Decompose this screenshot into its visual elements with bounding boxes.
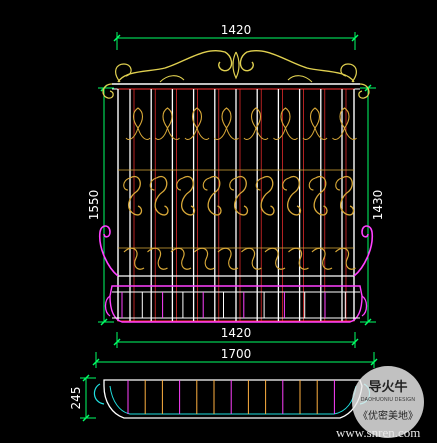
crest-left-curl	[115, 63, 132, 83]
dim-label-total-height: 1550	[87, 190, 101, 221]
upper-leaf-motif-3	[191, 107, 203, 129]
middle-c-scroll-8	[313, 175, 328, 216]
crest-left-inner-curl	[159, 75, 185, 83]
dim-label-top-width: 1420	[221, 23, 252, 37]
crest-right-inner-curl	[287, 75, 313, 83]
top-left-end-curl	[102, 83, 114, 99]
middle-c-scroll-curl-2	[149, 177, 157, 191]
upper-leaf-tail-right-5	[255, 127, 269, 141]
plan-view-inner	[109, 385, 357, 415]
dim-label-base-width: 1420	[221, 326, 252, 340]
dim-tick-base-right	[351, 338, 359, 346]
middle-c-scroll-curl-6	[255, 177, 263, 191]
middle-c-scroll-curl-9	[335, 177, 343, 191]
upper-leaf-tail-right-8	[344, 127, 357, 141]
middle-c-scroll-curl-8	[308, 177, 316, 191]
lower-s-scroll-9	[311, 247, 333, 270]
middle-c-scroll-1	[128, 175, 143, 216]
middle-c-scroll-curl-4	[202, 177, 210, 191]
logo-brand: 导火牛	[368, 380, 408, 395]
dim-tick-depth-top	[82, 374, 90, 382]
logo-tagline: 《优密美地》	[358, 411, 418, 422]
middle-c-scroll-curl-1	[123, 177, 131, 191]
upper-leaf-tail-right-4	[226, 127, 239, 141]
middle-c-scroll-2	[154, 175, 169, 216]
dim-tick-top-right	[351, 34, 359, 42]
watermark-url: www.snren.com	[336, 425, 421, 440]
crest-center-leaf	[232, 51, 240, 80]
upper-leaf-motif-4	[221, 107, 232, 129]
logo-subtitle: DAOHUONIU DESIGN	[360, 397, 416, 403]
dim-tick-depth-bottom	[82, 414, 90, 422]
lower-s-scroll-10	[335, 247, 356, 270]
upper-leaf-motif-2	[162, 107, 173, 129]
lower-s-scroll-3	[170, 247, 192, 270]
middle-c-scroll-6	[260, 175, 275, 216]
upper-leaf-motif-1	[132, 107, 144, 129]
middle-c-scroll-3	[181, 175, 196, 216]
dim-tick-top-left	[113, 34, 121, 42]
upper-leaf-tail-left-6	[273, 127, 286, 141]
dim-tick-left-bottom	[100, 318, 108, 326]
middle-c-scroll-9	[340, 175, 355, 216]
lower-s-scroll-2	[147, 247, 168, 270]
middle-c-scroll-4	[207, 175, 222, 216]
dim-tick-overall-left	[92, 358, 100, 366]
lower-s-scroll-7	[264, 247, 286, 270]
planter-right-curl	[361, 295, 368, 317]
watermark-logo: 导火牛 DAOHUONIU DESIGN 《优密美地》	[352, 366, 424, 438]
lower-s-scroll-8	[288, 247, 309, 270]
dim-tick-right-bottom	[364, 318, 372, 326]
lower-s-scroll-5	[217, 247, 239, 270]
upper-leaf-tail-left-7	[302, 127, 316, 141]
upper-leaf-motif-8	[339, 107, 350, 129]
upper-leaf-motif-5	[250, 107, 262, 129]
left-side-bracket	[98, 225, 119, 277]
right-side-bracket	[353, 225, 374, 277]
crest-right-curl	[340, 63, 357, 83]
middle-c-scroll-curl-5	[229, 177, 237, 191]
middle-c-scroll-5	[234, 175, 249, 216]
upper-leaf-tail-left-3	[184, 127, 198, 141]
upper-leaf-motif-7	[309, 107, 321, 129]
middle-c-scroll-curl-7	[282, 177, 290, 191]
plan-view-outline	[103, 379, 363, 419]
upper-leaf-motif-6	[280, 107, 291, 129]
upper-leaf-tail-right-7	[314, 127, 328, 141]
upper-leaf-tail-left-1	[125, 127, 139, 141]
lower-s-scroll-6	[241, 247, 262, 270]
planter-box-outline	[109, 285, 363, 323]
upper-leaf-tail-right-3	[196, 127, 210, 141]
top-right-end-curl	[358, 83, 370, 99]
middle-c-scroll-curl-3	[176, 177, 184, 191]
crest-left-scroll	[117, 50, 233, 83]
dim-tick-base-left	[113, 338, 121, 346]
upper-leaf-tail-right-2	[167, 127, 180, 141]
upper-leaf-tail-right-1	[137, 127, 151, 141]
dim-tick-overall-right	[370, 358, 378, 366]
upper-leaf-tail-left-5	[243, 127, 257, 141]
upper-leaf-tail-left-8	[332, 127, 345, 141]
plan-left-curl	[93, 383, 105, 405]
upper-leaf-tail-left-2	[155, 127, 168, 141]
dim-label-body-height: 1430	[371, 190, 385, 221]
dim-label-plan-depth: 245	[69, 387, 83, 410]
dim-label-overall-width: 1700	[221, 347, 252, 361]
upper-leaf-tail-left-4	[214, 127, 227, 141]
crest-right-scroll	[239, 50, 355, 83]
upper-leaf-tail-right-6	[285, 127, 298, 141]
middle-c-scroll-7	[287, 175, 302, 216]
planter-left-curl	[104, 295, 111, 317]
